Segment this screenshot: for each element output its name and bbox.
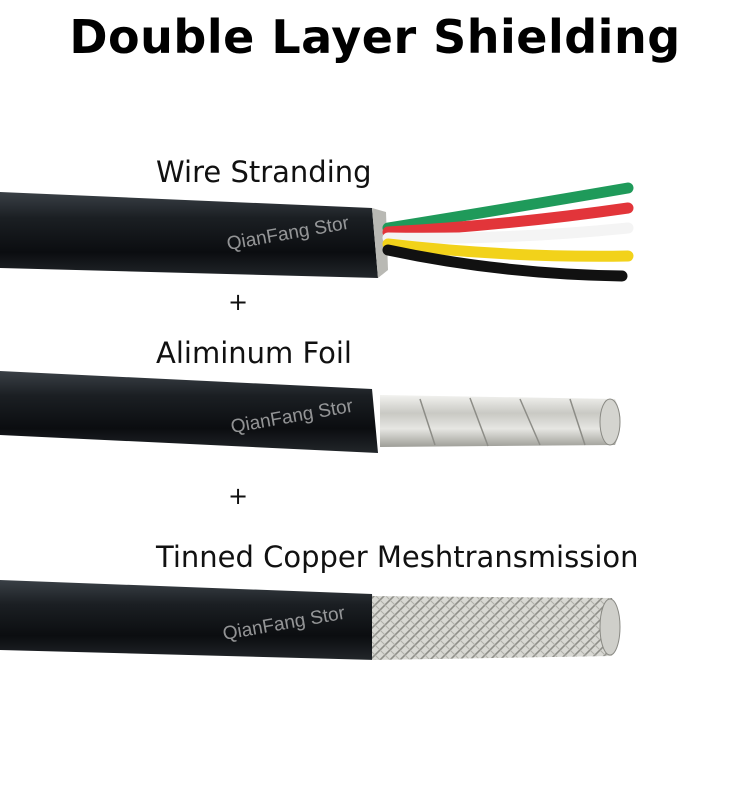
- page-title: Double Layer Shielding: [69, 10, 681, 64]
- plus-sign: +: [228, 482, 249, 510]
- layer-label-wire-stranding: Wire Stranding: [156, 155, 372, 189]
- green-wire: [382, 182, 634, 234]
- black-wire: [382, 244, 628, 282]
- cable-tinned-copper-mesh-image: QianFang Stor: [0, 580, 621, 660]
- yellow-wire: [382, 238, 634, 262]
- layer-label-aluminum-foil: Aliminum Foil: [156, 336, 352, 370]
- plus-sign: +: [228, 288, 249, 316]
- layer-label-tinned-copper-mesh: Tinned Copper Meshtransmission: [156, 540, 639, 574]
- cable-wire-stranding-image: QianFang Stor: [0, 182, 634, 282]
- cable-aluminum-foil-image: QianFang Stor: [0, 371, 621, 453]
- white-wire: [382, 222, 634, 244]
- red-wire: [382, 202, 634, 238]
